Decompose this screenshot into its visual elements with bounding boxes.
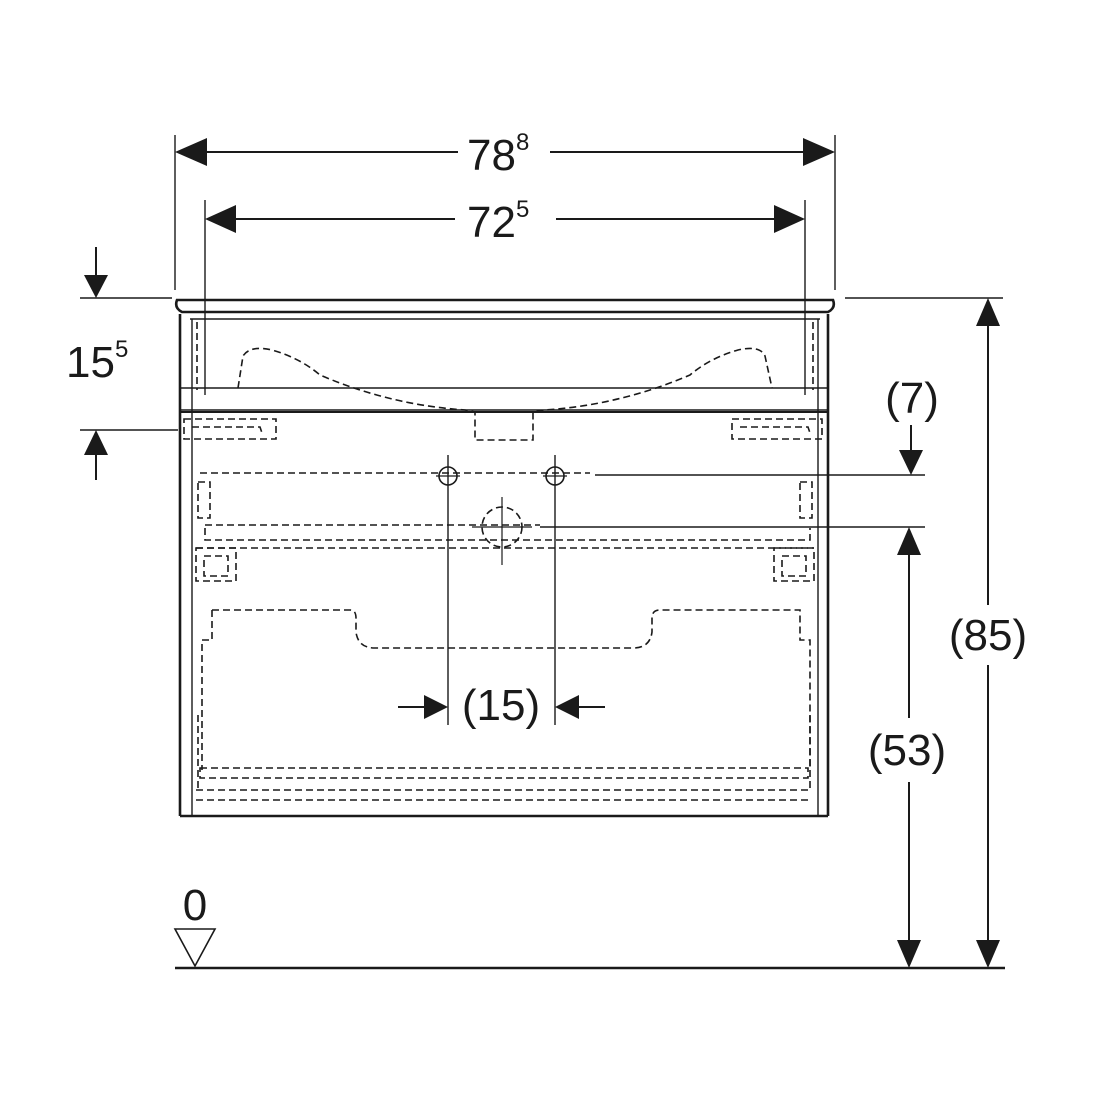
basin-width-dimension: 725: [204, 196, 806, 395]
arrowhead-up: [976, 298, 1000, 326]
arrowhead-up: [84, 430, 108, 455]
arrowhead-down: [897, 940, 921, 968]
wall-bracket-right: [731, 418, 823, 440]
level-triangle-icon: [173, 928, 217, 968]
tap-spacing-dimension: (15): [398, 681, 605, 730]
runner-left: [195, 547, 237, 582]
arrowhead-up: [897, 527, 921, 555]
arrowhead-down: [899, 450, 923, 475]
lower-drawer: [212, 609, 811, 770]
runner-right: [773, 547, 815, 582]
arrowhead-left: [205, 205, 236, 233]
tap-offset-dimension: (7): [885, 374, 939, 475]
wall-bracket-left: [183, 418, 277, 440]
overall-height-dimension: (85): [845, 297, 1027, 968]
arrowhead-left: [555, 695, 579, 719]
drain-height-label: (53): [868, 726, 946, 775]
overall-width-dimension: 788: [174, 129, 836, 290]
arrowhead-down: [84, 275, 108, 298]
basin-height-label: 155: [66, 336, 128, 387]
drain-outlet: [472, 497, 532, 565]
overall-width-label: 788: [467, 129, 529, 180]
overall-height-label: (85): [949, 611, 1027, 660]
arrowhead-down: [976, 940, 1000, 968]
basin-height-dimension: 155: [66, 247, 178, 480]
arrowhead-right: [774, 205, 805, 233]
arrowhead-right: [424, 695, 448, 719]
arrowhead-right: [803, 138, 835, 166]
floor-level-marker: 0: [173, 881, 1005, 970]
basin-width-label: 725: [467, 196, 529, 247]
vanity-cabinet: [174, 298, 925, 818]
tap-offset-label: (7): [885, 374, 939, 423]
basin-bowl: [237, 347, 773, 441]
arrowhead-left: [175, 138, 207, 166]
drain-height-dimension: (53): [868, 527, 946, 968]
tap-spacing-label: (15): [462, 681, 540, 730]
floor-level-label: 0: [183, 881, 207, 930]
basin-rim: [174, 298, 836, 314]
